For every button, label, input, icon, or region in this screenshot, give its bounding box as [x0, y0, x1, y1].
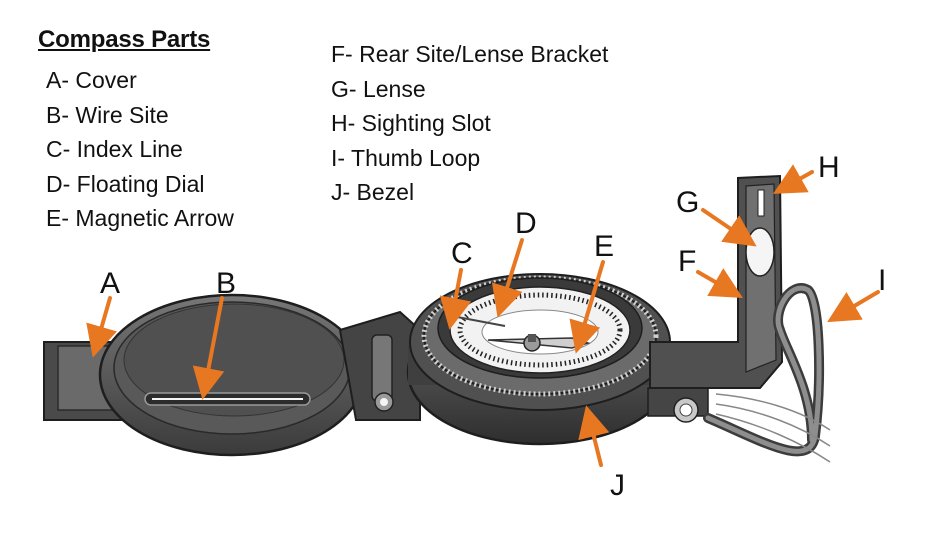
callout-label-h: H [818, 151, 840, 184]
callout-arrow-a [86, 296, 118, 358]
callout-label-b: B [216, 267, 236, 300]
floating-dial [449, 286, 631, 374]
callout-label-g: G [676, 186, 699, 219]
legend-item-c: C- Index Line [46, 136, 183, 163]
pivot-post [647, 387, 709, 423]
callout-arrow-b [192, 296, 225, 400]
sighting-slot [757, 189, 765, 217]
cover [43, 293, 366, 457]
callout-label-i: I [878, 264, 886, 297]
callout-label-d: D [515, 207, 537, 240]
callout-label-a: A [100, 267, 120, 300]
legend-item-a: A- Cover [46, 67, 137, 93]
callout-arrow-c [439, 268, 472, 330]
legend-item-i: I- Thumb Loop [331, 144, 481, 171]
legend-item-f: F- Rear Site/Lense Bracket [331, 41, 609, 67]
callout-arrow-i [827, 290, 880, 323]
callout-arrow-d [491, 238, 524, 318]
callout-label-f: F [678, 245, 696, 278]
callout-arrow-g [701, 208, 757, 247]
legend-item-g: G- Lense [331, 75, 426, 102]
legend-item-j: J- Bezel [331, 179, 415, 206]
diagram-title: Compass Parts [38, 26, 211, 53]
callout-arrow-f [696, 268, 743, 299]
legend-item-d: D- Floating Dial [46, 170, 205, 197]
callout-arrows [86, 164, 880, 467]
callout-arrow-e [569, 260, 605, 354]
lense [745, 227, 775, 277]
legend-item-b: B- Wire Site [46, 101, 169, 128]
thumb-loop [703, 283, 831, 463]
callout-arrow-h [773, 164, 814, 194]
legend-item-h: H- Sighting Slot [331, 110, 491, 137]
legend-item-e: E- Magnetic Arrow [46, 205, 234, 232]
legend-left: A- Cover B- Wire Site C- Index Line D- F… [46, 63, 234, 236]
legend-right: F- Rear Site/Lense Bracket G- Lense H- S… [331, 37, 608, 210]
callout-label-e: E [594, 230, 614, 263]
hinge [338, 310, 421, 421]
wire-site [144, 392, 311, 406]
callout-label-c: C [451, 237, 473, 270]
callout-label-j: J [610, 469, 625, 502]
callout-arrow-j [578, 405, 610, 467]
